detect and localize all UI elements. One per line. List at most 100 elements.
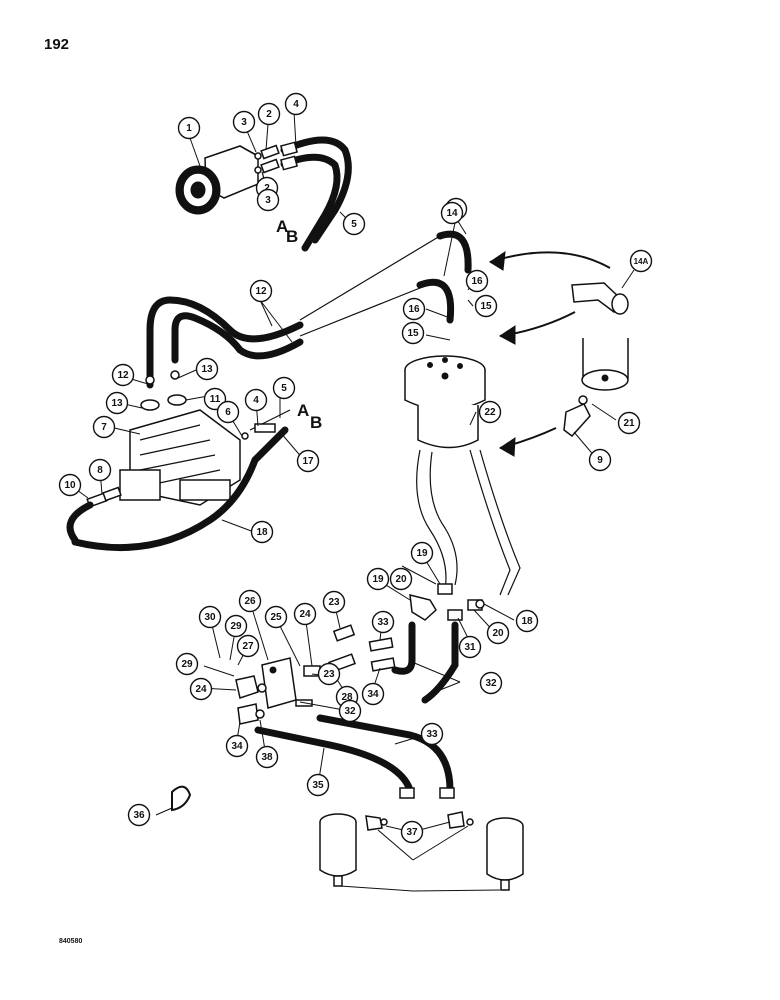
- callout-29: 29: [224, 614, 248, 638]
- callout-9: 9: [588, 448, 612, 472]
- callout-number: 10: [64, 480, 76, 491]
- callout-35: 35: [306, 773, 330, 797]
- callout-circle: [256, 188, 280, 212]
- filter-element: [581, 338, 629, 391]
- callout-circle: [216, 400, 240, 424]
- callout-number: 24: [195, 684, 207, 695]
- callout-14A: 14A: [629, 249, 653, 273]
- callout-circle: [371, 610, 395, 634]
- callout-26: 26: [238, 589, 262, 613]
- callout-number: 4: [293, 99, 299, 110]
- port-label-a-top: A: [276, 217, 288, 236]
- callout-7: 7: [92, 415, 116, 439]
- accumulator-right: [486, 817, 524, 891]
- callout-circle: [322, 590, 346, 614]
- callout-circle: [402, 297, 426, 321]
- callout-circle: [232, 110, 256, 134]
- callout-number: 3: [241, 117, 247, 128]
- callout-number: 23: [328, 597, 340, 608]
- callout-number: 5: [351, 219, 357, 230]
- callout-circle: [127, 803, 151, 827]
- callout-number: 7: [101, 422, 107, 433]
- callout-circle: [617, 411, 641, 435]
- callout-number: 24: [299, 609, 311, 620]
- callout-19: 19: [410, 541, 434, 565]
- callout-circle: [224, 614, 248, 638]
- callout-21: 21: [617, 411, 641, 435]
- callout-circle: [366, 567, 390, 591]
- callout-31: 31: [458, 635, 482, 659]
- callout-number: 20: [492, 628, 504, 639]
- callout-circle: [244, 388, 268, 412]
- callout-number: 34: [231, 741, 243, 752]
- elbow-14a: [571, 282, 629, 315]
- callout-number: 21: [623, 418, 635, 429]
- callout-number: 32: [344, 706, 356, 717]
- callout-number: 5: [281, 383, 287, 394]
- callout-8: 8: [88, 458, 112, 482]
- callout-number: 30: [204, 612, 216, 623]
- callout-38: 38: [255, 745, 279, 769]
- callout-10: 10: [58, 473, 82, 497]
- callout-circle: [236, 634, 260, 658]
- callout-circle: [474, 294, 498, 318]
- callout-number: 16: [471, 276, 483, 287]
- callout-16: 16: [465, 269, 489, 293]
- hoses-4-5-top: [280, 136, 352, 252]
- callout-30: 30: [198, 605, 222, 629]
- port-label-b-top: B: [286, 227, 298, 246]
- callout-number: 4: [253, 395, 259, 406]
- callout-number: 2: [264, 183, 270, 194]
- fittings-35-36: [365, 811, 474, 831]
- callout-circle: [629, 249, 653, 273]
- callout-circle: [465, 269, 489, 293]
- callout-13: 13: [195, 357, 219, 381]
- callout-circle: [479, 671, 503, 695]
- callout-5: 5: [342, 212, 366, 236]
- callout-number: 26: [244, 596, 256, 607]
- hoses-34: [254, 714, 455, 799]
- callout-circle: [342, 212, 366, 236]
- swivel-coupler: [175, 145, 259, 215]
- callout-number: 12: [117, 370, 129, 381]
- callout-circle: [111, 363, 135, 387]
- callout-29: 29: [175, 652, 199, 676]
- callout-circle: [338, 699, 362, 723]
- callout-number: 9: [597, 455, 603, 466]
- callout-number: 19: [372, 574, 384, 585]
- callout-5: 5: [272, 376, 296, 400]
- callout-number: 11: [210, 394, 221, 405]
- callout-circle: [198, 605, 222, 629]
- callout-24: 24: [189, 677, 213, 701]
- callout-25: 25: [264, 605, 288, 629]
- callout-number: 19: [416, 548, 428, 559]
- callout-number: 3: [265, 195, 271, 206]
- callout-number: 33: [426, 729, 438, 740]
- callout-circle: [410, 541, 434, 565]
- callout-17: 17: [296, 449, 320, 473]
- callout-circle: [225, 734, 249, 758]
- callout-34: 34: [361, 682, 385, 706]
- hoses-4-5-valve: [71, 409, 291, 552]
- parts-drawing: A B A B: [66, 136, 629, 891]
- callout-circle: [458, 635, 482, 659]
- callout-number: 6: [225, 407, 231, 418]
- callout-number: 2: [266, 109, 272, 120]
- callout-number: 8: [97, 465, 103, 476]
- callout-circle: [195, 357, 219, 381]
- return-tubes: [416, 449, 521, 596]
- callout-12: 12: [111, 363, 135, 387]
- callout-number: 14A: [634, 257, 649, 266]
- callout-circle: [478, 400, 502, 424]
- callout-number: 14: [446, 208, 458, 219]
- callout-number: 31: [464, 642, 476, 653]
- callout-circle: [264, 605, 288, 629]
- callout-number: 1: [186, 123, 192, 134]
- hoses-14: [146, 230, 472, 389]
- relief-valve-block: [235, 624, 396, 725]
- callout-number: 22: [484, 407, 496, 418]
- callout-number: 29: [230, 621, 242, 632]
- callout-19: 19: [366, 567, 390, 591]
- callout-circle: [486, 621, 510, 645]
